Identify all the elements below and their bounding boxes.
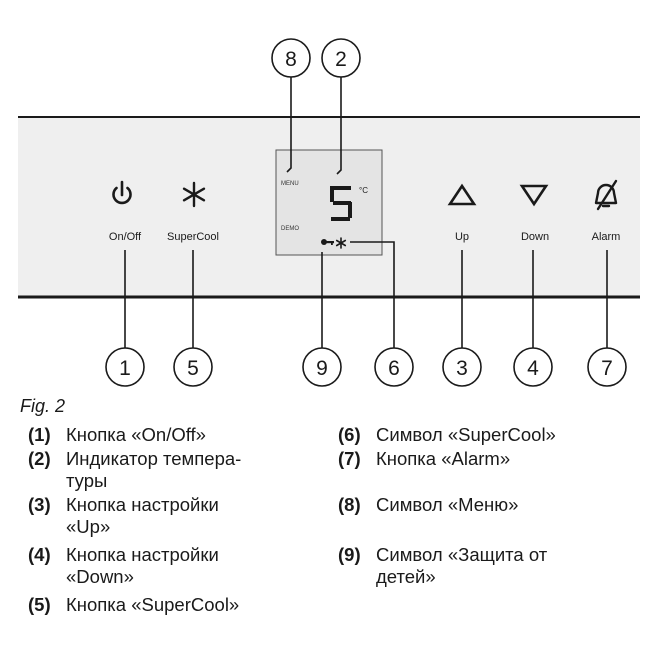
callout-7: 7 bbox=[587, 347, 627, 387]
power-icon bbox=[112, 180, 132, 205]
callout-1: 1 bbox=[105, 347, 145, 387]
legend-number: (3) bbox=[28, 494, 51, 515]
triangle-down-icon bbox=[519, 184, 549, 207]
svg-text:3: 3 bbox=[456, 357, 468, 380]
alarm-label: Alarm bbox=[592, 231, 621, 243]
legend-item-3: (3) Кнопка настройки «Up» bbox=[28, 494, 219, 538]
svg-text:7: 7 bbox=[601, 357, 613, 380]
legend-text: Индикатор темпера- туры bbox=[66, 448, 242, 491]
temperature-unit: °C bbox=[359, 186, 368, 195]
legend-number: (8) bbox=[338, 494, 361, 515]
legend-text: Символ «SuperCool» bbox=[376, 424, 556, 445]
legend-item-4: (4) Кнопка настройки «Down» bbox=[28, 544, 219, 588]
leader-lines bbox=[124, 77, 608, 349]
onoff-label: On/Off bbox=[109, 231, 142, 243]
alarm-off-icon bbox=[594, 179, 618, 211]
legend-item-6: (6) Символ «SuperCool» bbox=[338, 424, 556, 446]
triangle-up-icon bbox=[447, 183, 477, 206]
legend-item-8: (8) Символ «Меню» bbox=[338, 494, 518, 516]
legend-number: (5) bbox=[28, 594, 51, 615]
callout-4: 4 bbox=[513, 347, 553, 387]
temperature-digit bbox=[330, 186, 352, 221]
legend-number: (2) bbox=[28, 448, 51, 469]
legend-item-1: (1) Кнопка «On/Off» bbox=[28, 424, 206, 446]
legend-text: Символ «Меню» bbox=[376, 494, 519, 515]
demo-symbol: DEMO bbox=[281, 226, 299, 232]
display-window bbox=[275, 149, 383, 256]
menu-symbol: MENU bbox=[281, 181, 299, 187]
legend-text: Кнопка «Alarm» bbox=[376, 448, 511, 469]
svg-text:5: 5 bbox=[187, 357, 199, 380]
svg-text:8: 8 bbox=[285, 48, 297, 71]
legend-number: (4) bbox=[28, 544, 51, 565]
svg-text:4: 4 bbox=[527, 357, 539, 380]
snowflake-icon bbox=[182, 181, 206, 208]
legend-text: Кнопка «On/Off» bbox=[66, 424, 206, 445]
display-snowflake-icon bbox=[335, 237, 347, 249]
svg-text:6: 6 bbox=[388, 357, 400, 380]
legend-number: (7) bbox=[338, 448, 361, 469]
up-button[interactable]: Up bbox=[447, 183, 477, 243]
down-label: Down bbox=[521, 231, 549, 243]
onoff-button[interactable]: On/Off bbox=[109, 180, 142, 243]
svg-text:9: 9 bbox=[316, 357, 328, 380]
callout-8: 8 bbox=[271, 38, 311, 78]
up-label: Up bbox=[455, 231, 469, 243]
supercool-button[interactable]: SuperCool bbox=[167, 181, 219, 243]
legend-number: (6) bbox=[338, 424, 361, 445]
key-icon bbox=[321, 239, 334, 245]
callout-9: 9 bbox=[302, 347, 342, 387]
legend-item-2: (2) Индикатор темпера- туры bbox=[28, 448, 241, 492]
legend-number: (1) bbox=[28, 424, 51, 445]
alarm-button[interactable]: Alarm bbox=[592, 179, 621, 243]
callout-6: 6 bbox=[374, 347, 414, 387]
svg-text:1: 1 bbox=[119, 357, 131, 380]
supercool-label: SuperCool bbox=[167, 231, 219, 243]
svg-text:2: 2 bbox=[335, 48, 347, 71]
control-panel-diagram: MENU DEMO °C On/Off SuperCool bbox=[18, 38, 640, 387]
callout-3: 3 bbox=[442, 347, 482, 387]
legend-text: Кнопка настройки «Up» bbox=[66, 494, 219, 537]
legend-text: Кнопка настройки «Down» bbox=[66, 544, 219, 587]
legend-item-9: (9) Символ «Защита от детей» bbox=[338, 544, 547, 588]
figure-caption: Fig. 2 bbox=[20, 396, 66, 416]
legend-text: Кнопка «SuperCool» bbox=[66, 594, 240, 615]
legend-text: Символ «Защита от детей» bbox=[376, 544, 548, 587]
legend-item-5: (5) Кнопка «SuperCool» bbox=[28, 594, 239, 616]
legend-number: (9) bbox=[338, 544, 361, 565]
down-button[interactable]: Down bbox=[519, 184, 549, 243]
callout-5: 5 bbox=[173, 347, 213, 387]
legend-item-7: (7) Кнопка «Alarm» bbox=[338, 448, 510, 470]
callout-2: 2 bbox=[321, 38, 361, 78]
